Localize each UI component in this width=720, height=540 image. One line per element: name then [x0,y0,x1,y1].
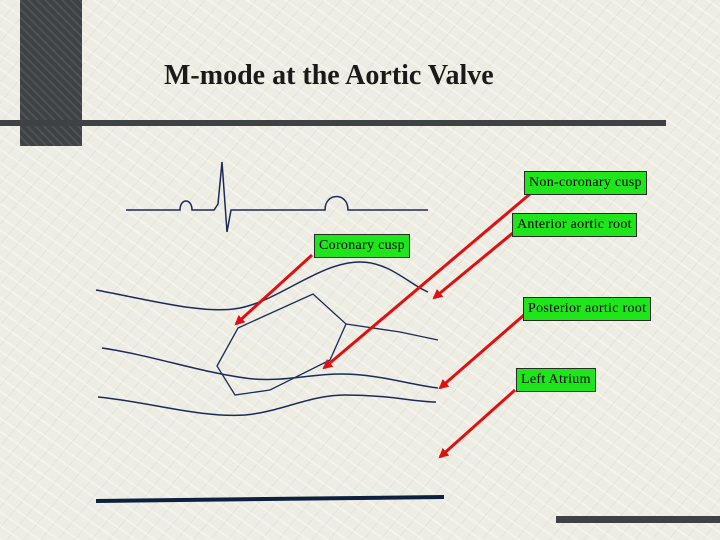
anterior-aortic-root-arrow [432,230,515,300]
coronary-cusp-label: Coronary cusp [314,234,410,258]
corner-accent-bar [556,516,720,523]
left-atrium-label: Left Atrium [516,368,596,392]
page-title: M-mode at the Aortic Valve [164,60,494,91]
chest-wall-line [95,495,445,503]
ecg-trace [126,161,428,233]
aortic-valve-cusps-box [216,293,347,396]
non-coronary-cusp-label: Non-coronary cusp [524,171,647,195]
left-atrium-line [97,394,437,417]
posterior-aortic-root-label: Posterior aortic root [523,297,652,321]
coronary-cusp-arrow [234,253,314,326]
posterior-aortic-root-arrow [438,313,525,390]
non-coronary-cusp-arrow [322,192,531,370]
title-underline-bar [0,120,666,126]
anterior-aortic-root-line [95,261,429,311]
valve-closure-line [345,323,439,341]
posterior-aortic-root-line [101,347,439,389]
anterior-aortic-root-label: Anterior aortic root [512,213,637,237]
left-atrium-arrow [438,388,516,459]
